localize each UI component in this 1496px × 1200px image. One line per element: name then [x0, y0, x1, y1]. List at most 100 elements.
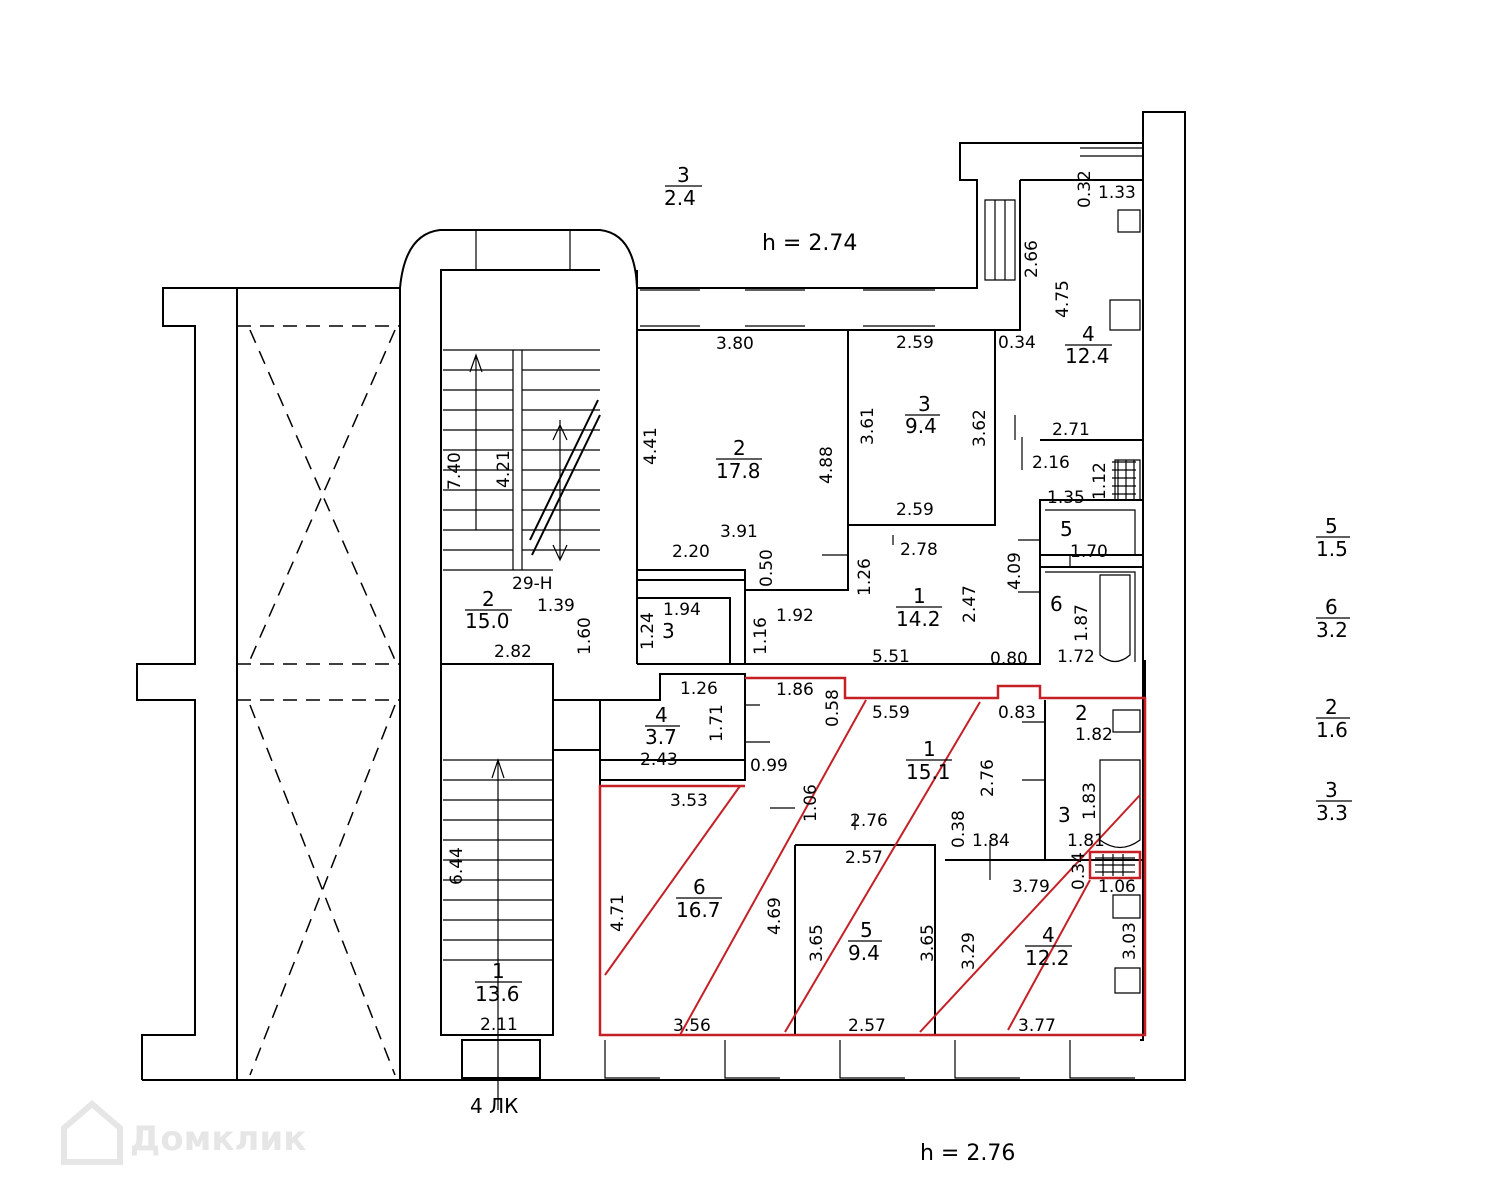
- dimension-label: 0.50: [757, 549, 777, 587]
- dimension-label: 2.47: [960, 585, 980, 623]
- dimension-label: 1.86: [776, 680, 814, 700]
- dimension-label: 1.39: [537, 596, 575, 616]
- room-area: 14.2: [896, 607, 941, 631]
- room-number: 2: [1075, 701, 1088, 725]
- dimension-label: 1.87: [1072, 604, 1092, 642]
- room-number: 5: [860, 918, 873, 942]
- room-area: 16.7: [676, 898, 721, 922]
- dimension-label: 3.91: [720, 522, 758, 542]
- room-number: 1: [923, 737, 936, 761]
- room-area: 17.8: [716, 459, 761, 483]
- dimension-label: 2.16: [1032, 453, 1070, 473]
- legend: 5 1.5 6 3.2 2 1.6 3 3.3: [1316, 514, 1352, 825]
- room-area: 15.0: [465, 609, 510, 633]
- dimension-label: 1.94: [663, 600, 701, 620]
- staircase: [443, 349, 601, 1110]
- watermark-text: Домклик: [130, 1119, 306, 1159]
- room-area: 9.4: [848, 941, 880, 965]
- dimension-label: 1.82: [1075, 725, 1113, 745]
- dimension-lines: [745, 415, 1071, 880]
- room-number: 4: [655, 703, 668, 727]
- dimension-label: 1.24: [638, 612, 658, 650]
- height-lower: h = 2.76: [920, 1141, 1015, 1166]
- room-number: 3: [1058, 803, 1071, 827]
- dimension-label: 1.16: [751, 617, 771, 655]
- legend-area: 1.5: [1316, 537, 1348, 561]
- dimension-label: 1.60: [575, 617, 595, 655]
- dimension-label: 1.92: [776, 606, 814, 626]
- dimension-label: 3.65: [807, 924, 827, 962]
- dimension-label: 1.71: [707, 704, 727, 742]
- dimension-label: 2.82: [494, 642, 532, 662]
- dimension-label: 2.59: [896, 500, 934, 520]
- dimension-label: 1.35: [1047, 488, 1085, 508]
- room-number: 2: [733, 436, 746, 460]
- vent-grid-icon: [1095, 460, 1141, 994]
- dimension-label: 1.12: [1090, 462, 1110, 500]
- room-number: 3: [918, 392, 931, 416]
- dimension-label: 2.43: [640, 750, 678, 770]
- room-area: 9.4: [905, 414, 937, 438]
- dimension-label: 3.03: [1120, 922, 1140, 960]
- room-area: 13.6: [475, 982, 520, 1006]
- dimension-label: 0.99: [750, 756, 788, 776]
- room-area: 3.7: [645, 725, 677, 749]
- dimension-label: 0.34: [998, 333, 1036, 353]
- room-area: 12.4: [1065, 344, 1110, 368]
- room-number: 6: [1050, 592, 1063, 616]
- dimension-label: 1.06: [801, 784, 821, 822]
- legend-num: 2: [1325, 695, 1338, 719]
- legend-num: 6: [1325, 595, 1338, 619]
- entrance-label: 4 ЛК: [470, 1094, 518, 1118]
- dimension-label: 4.75: [1053, 280, 1073, 318]
- room-number: 1: [492, 959, 505, 983]
- dimension-label: 1.83: [1080, 782, 1100, 820]
- room-number: 2: [482, 587, 495, 611]
- dimension-label: 0.32: [1075, 170, 1095, 208]
- dimension-label: 7.40: [445, 452, 465, 490]
- apartment-a-walls: [636, 147, 1143, 665]
- dimension-label: 4.21: [494, 450, 514, 488]
- dimension-label: 5.51: [872, 647, 910, 667]
- svg-text:2.4: 2.4: [664, 186, 696, 210]
- dimension-label: 4.88: [817, 446, 837, 484]
- room-labels: 1 13.6 2 15.0 2 17.8 3 9.4 4 12.4 1 14.2…: [465, 322, 1112, 1006]
- dimension-label: 3.62: [970, 409, 990, 447]
- dimension-label: 5.59: [872, 703, 910, 723]
- height-upper: h = 2.74: [762, 231, 857, 256]
- dimension-label: 1.72: [1057, 647, 1095, 667]
- outside-area-label: 3 2.4: [664, 163, 702, 210]
- dimension-label: 3.29: [959, 932, 979, 970]
- dimension-label: 2.20: [672, 542, 710, 562]
- dimension-label: 4.41: [641, 427, 661, 465]
- dimension-label: 2.11: [480, 1015, 518, 1035]
- dimension-label: 0.83: [998, 703, 1036, 723]
- svg-text:3: 3: [677, 163, 690, 187]
- dimension-label: 2.59: [896, 333, 934, 353]
- dimension-label: 3.79: [1012, 877, 1050, 897]
- dimension-label: 4.09: [1005, 552, 1025, 590]
- dimension-label: 0.38: [949, 810, 969, 848]
- dimension-label: 2.57: [845, 848, 883, 868]
- dimension-label: 1.70: [1070, 542, 1108, 562]
- dimension-labels: 3.80 2.59 0.34 4.41 4.88 3.61 3.62 2.59 …: [445, 170, 1140, 1036]
- dimension-label: 3.65: [918, 924, 938, 962]
- legend-area: 3.2: [1316, 618, 1348, 642]
- dimension-label: 0.34: [1069, 852, 1089, 890]
- void-shaft: [237, 287, 400, 1076]
- dimension-label: 3.56: [673, 1016, 711, 1036]
- dimension-label: 4.69: [765, 897, 785, 935]
- room-number: 5: [1060, 517, 1073, 541]
- dimension-label: 2.78: [900, 540, 938, 560]
- room-number: 4: [1082, 322, 1095, 346]
- dimension-label: 1.81: [1067, 831, 1105, 851]
- dimension-label: 29-Н: [512, 574, 553, 594]
- dimension-label: 0.80: [990, 649, 1028, 669]
- room-number: 4: [1042, 923, 1055, 947]
- dimension-label: 3.53: [670, 791, 708, 811]
- dimension-label: 3.80: [716, 334, 754, 354]
- room-number: 6: [693, 875, 706, 899]
- dimension-label: 1.26: [855, 558, 875, 596]
- legend-area: 3.3: [1316, 801, 1348, 825]
- dimension-label: 0.58: [823, 689, 843, 727]
